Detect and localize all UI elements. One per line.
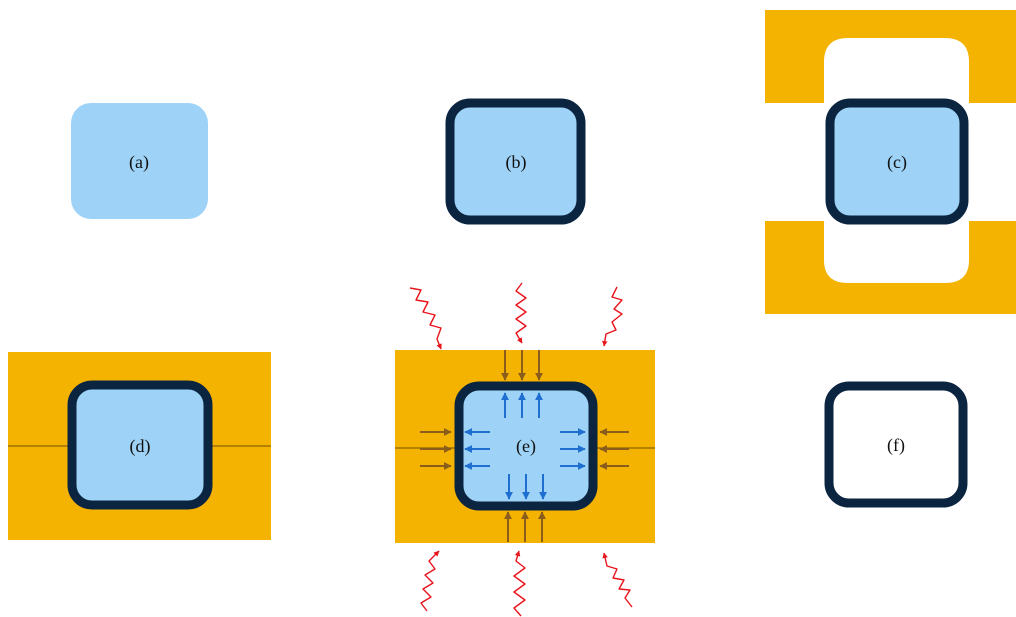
panel-d: (d) xyxy=(8,352,271,540)
wavy-arrow-icon xyxy=(420,550,440,612)
mold-top-half xyxy=(765,10,1016,103)
panel-label: (a) xyxy=(129,152,149,173)
radiation-arrows xyxy=(409,282,633,617)
wavy-arrow-icon xyxy=(513,550,526,617)
panel-label: (e) xyxy=(516,436,536,457)
wavy-arrow-icon xyxy=(515,282,527,344)
wavy-arrow-icon xyxy=(602,286,623,347)
panel-label: (d) xyxy=(130,436,151,457)
mold-bottom-half xyxy=(765,221,1016,314)
panel-label: (c) xyxy=(887,152,907,173)
wavy-arrow-icon xyxy=(409,287,442,350)
core-block xyxy=(71,103,208,219)
panel-c: (c) xyxy=(765,10,1016,314)
coated-core xyxy=(825,98,969,225)
coated-core xyxy=(67,380,213,510)
panel-a: (a) xyxy=(71,103,208,219)
panel-label: (b) xyxy=(506,152,527,173)
panel-b: (b) xyxy=(445,98,586,225)
outward-expansion-arrows xyxy=(464,392,586,500)
panel-label: (f) xyxy=(887,435,905,456)
coated-core xyxy=(445,98,586,225)
hollow-shell xyxy=(824,381,968,508)
coated-core xyxy=(454,381,598,511)
panel-e: (e) xyxy=(395,282,655,617)
inward-pressure-arrows xyxy=(420,350,629,542)
panel-f: (f) xyxy=(824,381,968,508)
wavy-arrow-icon xyxy=(602,552,633,608)
